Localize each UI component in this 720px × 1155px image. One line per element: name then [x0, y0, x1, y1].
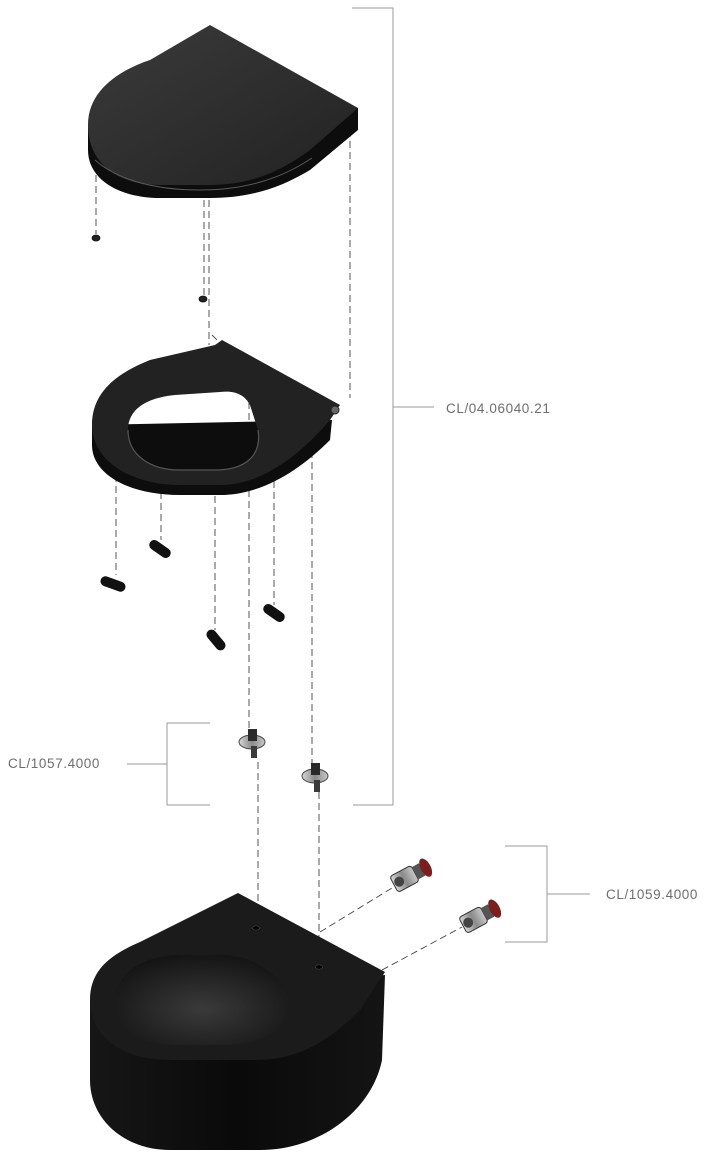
toilet-bowl [90, 893, 385, 1150]
seat-lid [88, 25, 358, 198]
callout-seat-assembly: CL/04.06040.21 [446, 401, 551, 416]
seat-ring [92, 340, 340, 495]
bracket-buffer-set [127, 722, 210, 806]
callout-wall-fixing-set: CL/1059.4000 [606, 887, 699, 902]
callout-buffer-set: CL/1057.4000 [8, 756, 101, 771]
alignment-lines [95, 130, 463, 971]
hinge-fixing-left [238, 729, 266, 758]
wall-fixing-lower [459, 899, 502, 933]
wall-fixing-upper [390, 858, 433, 892]
hinge-fixing-right [301, 763, 329, 792]
bracket-seat-assembly [352, 7, 434, 806]
bracket-wall-fixing-set [505, 845, 590, 943]
seat-buffers [100, 539, 285, 651]
lid-screws [91, 234, 208, 303]
